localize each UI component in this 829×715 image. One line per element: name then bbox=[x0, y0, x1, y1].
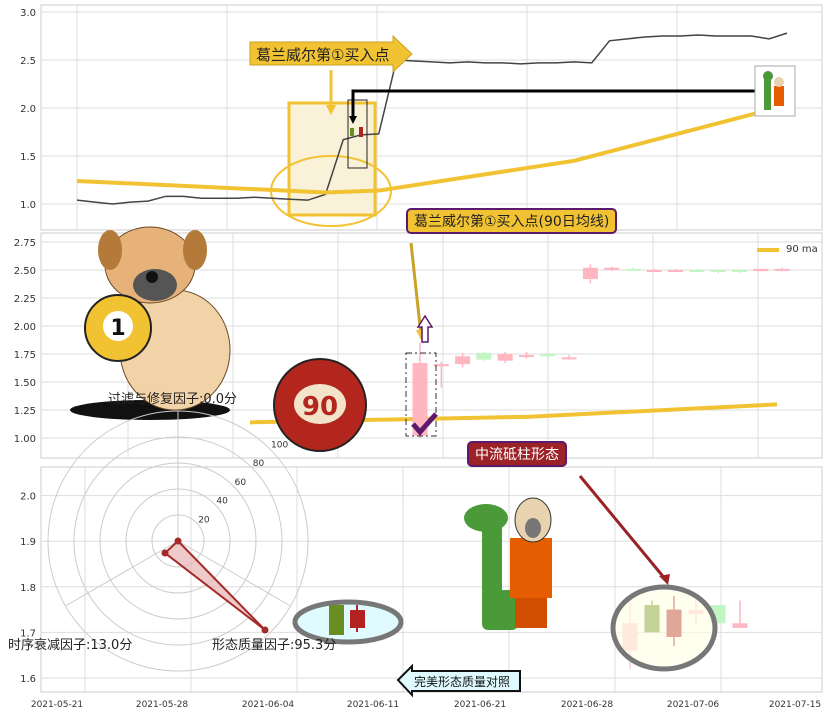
x-tick-label: 2021-06-21 bbox=[454, 700, 506, 710]
checkmark-icon bbox=[411, 412, 438, 436]
y-tick-label: 2.0 bbox=[20, 492, 36, 503]
x-tick-label: 2021-07-06 bbox=[667, 700, 720, 710]
pattern-name-label: 中流砥柱形态 bbox=[467, 441, 567, 467]
tick-labels: 1.0 1.5 2.0 2.5 3.0 1.00 1.25 1.50 1.75 2.00 2.25 2… bbox=[14, 8, 821, 710]
radar-ring-label: 40 bbox=[216, 497, 228, 507]
pattern-quality-factor-label: 形态质量因子:95.3分 bbox=[212, 638, 337, 653]
panel-bottom-frame bbox=[40, 466, 823, 693]
candle-body bbox=[625, 268, 641, 271]
pattern-pointer bbox=[578, 475, 668, 581]
svg-text:90: 90 bbox=[302, 392, 338, 422]
radar-polygon bbox=[163, 539, 266, 631]
radar-ring-label: 20 bbox=[198, 515, 210, 525]
dog-with-ball-illustration: 1 bbox=[70, 226, 231, 420]
candle-body bbox=[582, 267, 598, 279]
candle-body bbox=[476, 352, 492, 360]
candle-body bbox=[433, 364, 449, 367]
candle-body bbox=[710, 270, 726, 272]
y-tick-label: 1.6 bbox=[20, 674, 36, 685]
y-tick-label: 2.25 bbox=[14, 294, 36, 305]
candle-body bbox=[561, 357, 577, 360]
radar-ring-label: 80 bbox=[253, 459, 265, 469]
giraffe-and-dog-illustration bbox=[464, 497, 552, 630]
buy-point-arrow-label: 葛兰威尔第①买入点 bbox=[256, 46, 390, 64]
candle-body bbox=[540, 354, 556, 357]
reference-candle-up bbox=[329, 605, 344, 635]
filter-factor-label: 过滤与修复因子:0.0分 bbox=[108, 392, 238, 407]
y-tick-label: 2.75 bbox=[14, 238, 36, 249]
y-tick-label: 1.75 bbox=[14, 350, 36, 361]
billiard-ball-90-icon: 90 bbox=[273, 358, 367, 452]
compare-arrow-bg bbox=[396, 663, 521, 698]
buy-point-ma-label: 葛兰威尔第①买入点(90日均线) bbox=[406, 208, 618, 234]
box-label-pointer bbox=[409, 242, 423, 336]
legend-label-90ma: 90 ma bbox=[786, 244, 818, 255]
y-tick-label: 1.0 bbox=[20, 200, 36, 211]
candle-body bbox=[732, 623, 748, 628]
y-tick-label: 1.5 bbox=[20, 152, 36, 163]
candle-body bbox=[753, 268, 769, 272]
mini-candle-down bbox=[359, 127, 363, 137]
time-decay-factor-label: 时序衰减因子:13.0分 bbox=[8, 638, 133, 653]
pointer-head-icon bbox=[326, 105, 336, 115]
perfect-pattern-compare-label: 完美形态质量对照 bbox=[414, 675, 511, 689]
connector-arrow bbox=[351, 89, 755, 120]
buy-point-arrow-label-bg bbox=[249, 34, 413, 74]
close-price-line bbox=[76, 32, 788, 205]
giraffe-thumbnail-icon bbox=[754, 65, 796, 117]
radar-point bbox=[161, 549, 169, 557]
y-tick-label: 1.25 bbox=[14, 406, 36, 417]
y-tick-label: 1.00 bbox=[14, 434, 36, 445]
radar-ring-label: 100 bbox=[271, 440, 288, 450]
radar-ring-label: 60 bbox=[235, 478, 247, 488]
radar-axis bbox=[65, 540, 179, 607]
y-tick-label: 2.5 bbox=[20, 56, 36, 67]
reference-candle-down bbox=[350, 610, 365, 628]
radar-point bbox=[174, 537, 182, 545]
y-tick-label: 1.50 bbox=[14, 378, 36, 389]
y-tick-label: 2.00 bbox=[14, 322, 36, 333]
candle-body bbox=[519, 355, 534, 358]
signal-candle-box bbox=[405, 352, 437, 437]
x-tick-label: 2021-06-04 bbox=[242, 700, 295, 710]
y-tick-label: 1.7 bbox=[20, 628, 36, 639]
x-tick-label: 2021-06-11 bbox=[347, 700, 399, 710]
pattern-ellipse bbox=[610, 584, 718, 672]
candle-body bbox=[668, 270, 684, 272]
ma90-line bbox=[76, 107, 770, 195]
candle-body bbox=[689, 270, 705, 272]
buy-zone-highlight bbox=[287, 101, 377, 217]
panel-top-frame bbox=[40, 4, 823, 231]
up-arrow-icon bbox=[416, 314, 434, 343]
candle-body bbox=[646, 270, 662, 272]
x-tick-label: 2021-07-15 bbox=[769, 700, 821, 710]
y-tick-label: 2.0 bbox=[20, 104, 36, 115]
candle-body bbox=[497, 354, 513, 361]
y-tick-label: 3.0 bbox=[20, 8, 36, 19]
candle-body bbox=[774, 268, 790, 271]
candle-body bbox=[455, 356, 471, 365]
radar-point bbox=[261, 626, 269, 634]
y-tick-label: 1.9 bbox=[20, 537, 36, 548]
candle-body bbox=[412, 362, 428, 436]
pointer-head-icon bbox=[659, 574, 670, 585]
radar-chart: 20 40 60 80 100 bbox=[47, 410, 309, 672]
y-tick-label: 1.8 bbox=[20, 583, 36, 594]
x-tick-label: 2021-06-28 bbox=[561, 700, 614, 710]
candle-body bbox=[604, 267, 620, 270]
y-tick-label: 2.50 bbox=[14, 266, 36, 277]
candle-body bbox=[732, 270, 747, 272]
radar-axis bbox=[177, 540, 291, 607]
perfect-pattern-ellipse bbox=[292, 599, 404, 645]
x-tick-label: 2021-05-28 bbox=[136, 700, 189, 710]
x-tick-label: 2021-05-21 bbox=[31, 700, 83, 710]
mini-candle-up bbox=[350, 128, 354, 136]
arrow-head-icon bbox=[349, 116, 357, 124]
candle-focus-box bbox=[347, 99, 368, 169]
top-series bbox=[76, 32, 788, 205]
svg-text:1: 1 bbox=[110, 316, 125, 341]
